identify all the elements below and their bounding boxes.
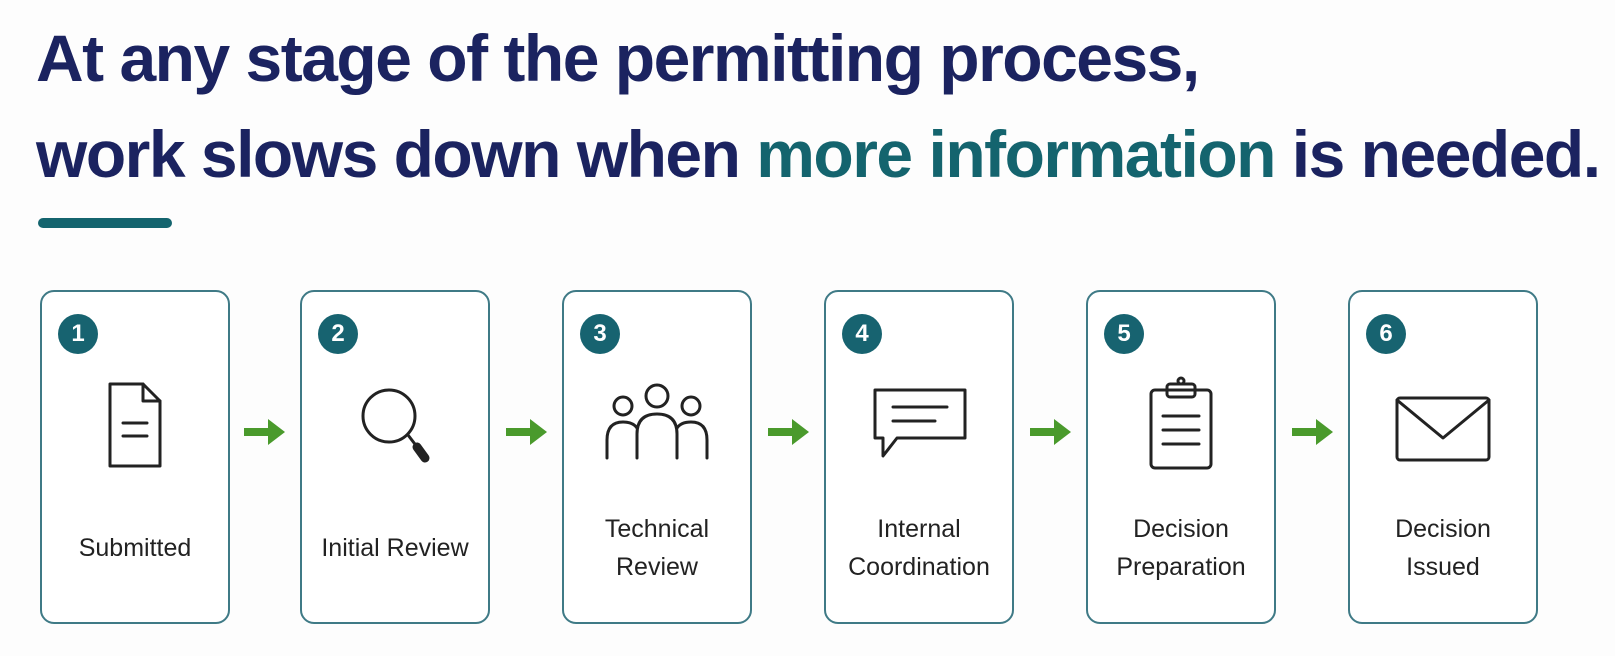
step-label: Internal Coordination [848,515,990,581]
accent-rule [38,218,172,228]
step-label: Submitted [78,534,192,562]
step-card-internal-coordination: 4 Internal Coordination [824,290,1014,624]
step-card-technical-review: 3 Technical Review [562,290,752,624]
step-card-decision-preparation: 5 Decision Preparation [1086,290,1276,624]
step-label: Initial Review [321,534,469,562]
magnifier-icon [361,388,430,463]
step-number-badge: 6 [1366,314,1406,354]
step-number-badge: 3 [580,314,620,354]
step-card-decision-issued: 6 Decision Issued [1348,290,1538,624]
arrow-right-icon [768,419,809,445]
arrow-right-icon [506,419,547,445]
step-number-badge: 1 [58,314,98,354]
step-card-submitted: 1 Submitted [40,290,230,624]
arrow-right-icon [1292,419,1333,445]
arrow-right-icon [244,419,285,445]
chat-bubble-icon [873,388,967,458]
step-label: Decision Issued [1395,515,1491,581]
headline-line-1: At any stage of the permitting process, [36,21,1200,95]
envelope-icon [1395,396,1491,462]
step-label: Decision Preparation [1116,515,1246,581]
step-card-initial-review: 2 Initial Review [300,290,490,624]
step-number-badge: 4 [842,314,882,354]
headline-line-2-end: is needed. [1274,117,1601,191]
step-number-badge: 5 [1104,314,1144,354]
step-label: Technical Review [604,515,710,581]
arrow-right-icon [1030,419,1071,445]
people-group-icon [605,383,709,460]
step-number-badge: 2 [318,314,358,354]
headline-line-2: work slows down when more information is… [36,106,1601,202]
document-icon [108,382,162,468]
clipboard-icon [1149,376,1213,470]
headline-accent: more information [756,117,1276,191]
headline-line-2-start: work slows down when [36,117,757,191]
headline: At any stage of the permitting process, … [36,10,1601,202]
